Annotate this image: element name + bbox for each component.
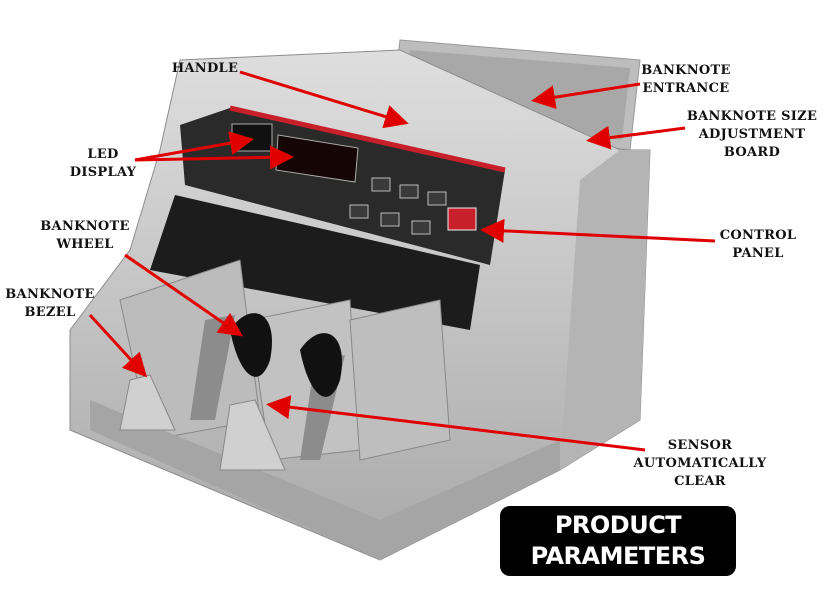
arrow-led-1 — [134, 131, 254, 162]
mg-button[interactable] — [411, 220, 431, 235]
uv-button[interactable] — [380, 212, 400, 227]
label-handle: HANDLE — [171, 61, 239, 76]
arrow-entrance — [531, 82, 641, 110]
front-opening — [150, 195, 480, 330]
power-button[interactable] — [447, 207, 477, 231]
arrow-size-board — [586, 125, 686, 150]
arrow-bezel — [88, 313, 148, 378]
arrow-led-2 — [134, 145, 294, 170]
arrow-control — [480, 218, 716, 243]
callout-arrows — [88, 70, 716, 452]
plus-button[interactable] — [371, 177, 391, 192]
machine-side — [560, 150, 650, 470]
arrow-sensor — [266, 395, 646, 452]
banknote-wheel-2 — [300, 333, 342, 397]
panel-red-stripe — [229, 105, 506, 173]
small-led — [231, 123, 273, 152]
bezel-foot-middle — [219, 399, 286, 471]
guide-left — [190, 315, 235, 420]
add-button[interactable] — [349, 204, 369, 219]
batch-button[interactable] — [427, 191, 447, 206]
arrow-wheel — [124, 253, 243, 337]
arrow-handle — [239, 70, 409, 129]
tray-right — [349, 299, 451, 461]
machine-base — [90, 400, 560, 560]
minus-button[interactable] — [399, 184, 419, 199]
